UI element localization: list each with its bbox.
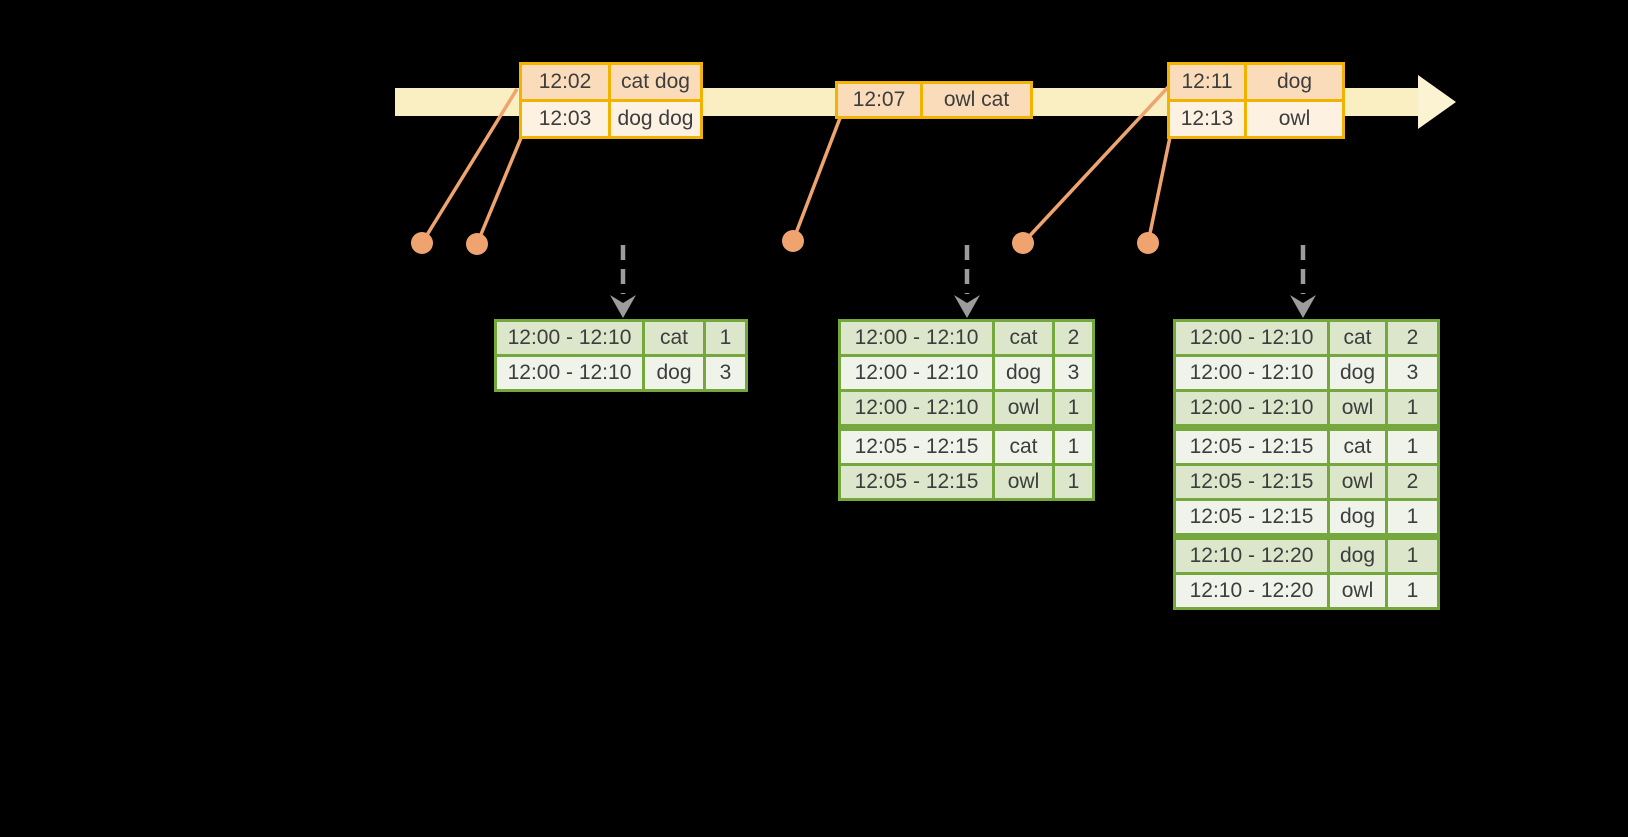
result-count-cell: 1 [1052, 463, 1095, 501]
result-count-cell: 2 [1385, 319, 1440, 357]
result-window-cell: 12:05 - 12:15 [838, 424, 995, 466]
result-window-cell: 12:00 - 12:10 [1173, 319, 1330, 357]
result-count-cell: 3 [1385, 354, 1440, 392]
result-window-cell: 12:05 - 12:15 [1173, 463, 1330, 501]
event-connector-line [791, 117, 842, 242]
result-count-cell: 2 [1385, 463, 1440, 501]
result-word-cell: owl [992, 389, 1055, 429]
event-dot [782, 230, 804, 252]
event-connector-line [475, 137, 523, 245]
timeline-arrowhead-icon [1418, 75, 1456, 129]
result-word-cell: owl [992, 463, 1055, 501]
result-count-cell: 1 [1385, 572, 1440, 610]
result-window-cell: 12:10 - 12:20 [1173, 533, 1330, 575]
result-count-cell: 1 [1385, 498, 1440, 538]
trigger-arrow-icon [610, 245, 636, 318]
event-dot [466, 233, 488, 255]
result-window-cell: 12:00 - 12:10 [838, 354, 995, 392]
event-words-cell: owl cat [920, 81, 1033, 119]
event-dot [1137, 232, 1159, 254]
event-time-cell: 12:07 [835, 81, 923, 119]
event-connector-line [1021, 82, 1173, 245]
trigger-arrow-icon [954, 245, 980, 318]
event-time-cell: 12:03 [519, 99, 611, 139]
result-window-cell: 12:05 - 12:15 [1173, 424, 1330, 466]
event-connector-line [1146, 136, 1172, 244]
result-window-cell: 12:00 - 12:10 [838, 319, 995, 357]
result-window-cell: 12:00 - 12:10 [838, 389, 995, 429]
result-window-cell: 12:00 - 12:10 [494, 319, 645, 357]
result-word-cell: owl [1327, 389, 1388, 429]
result-word-cell: cat [1327, 424, 1388, 466]
result-word-cell: dog [1327, 533, 1388, 575]
result-count-cell: 1 [1385, 533, 1440, 575]
event-dot [1012, 232, 1034, 254]
event-words-cell: owl [1244, 99, 1345, 139]
result-count-cell: 1 [1052, 389, 1095, 429]
event-time-cell: 12:13 [1167, 99, 1247, 139]
result-count-cell: 3 [1052, 354, 1095, 392]
result-count-cell: 1 [703, 319, 748, 357]
result-window-cell: 12:00 - 12:10 [494, 354, 645, 392]
result-word-cell: dog [642, 354, 706, 392]
result-word-cell: cat [642, 319, 706, 357]
result-word-cell: cat [992, 319, 1055, 357]
result-count-cell: 1 [1052, 424, 1095, 466]
result-word-cell: dog [1327, 354, 1388, 392]
result-word-cell: cat [1327, 319, 1388, 357]
result-count-cell: 1 [1385, 424, 1440, 466]
trigger-arrow-icon [1290, 245, 1316, 318]
result-word-cell: owl [1327, 463, 1388, 501]
result-window-cell: 12:05 - 12:15 [1173, 498, 1330, 538]
event-time-cell: 12:02 [519, 62, 611, 102]
event-words-cell: dog [1244, 62, 1345, 102]
result-window-cell: 12:00 - 12:10 [1173, 389, 1330, 429]
result-count-cell: 3 [703, 354, 748, 392]
event-dot [411, 232, 433, 254]
event-words-cell: cat dog [608, 62, 703, 102]
result-window-cell: 12:10 - 12:20 [1173, 572, 1330, 610]
event-time-cell: 12:11 [1167, 62, 1247, 102]
result-window-cell: 12:00 - 12:10 [1173, 354, 1330, 392]
result-word-cell: dog [992, 354, 1055, 392]
event-words-cell: dog dog [608, 99, 703, 139]
result-count-cell: 1 [1385, 389, 1440, 429]
result-window-cell: 12:05 - 12:15 [838, 463, 995, 501]
result-count-cell: 2 [1052, 319, 1095, 357]
event-connector-line [420, 88, 519, 244]
result-word-cell: cat [992, 424, 1055, 466]
result-word-cell: dog [1327, 498, 1388, 538]
result-word-cell: owl [1327, 572, 1388, 610]
